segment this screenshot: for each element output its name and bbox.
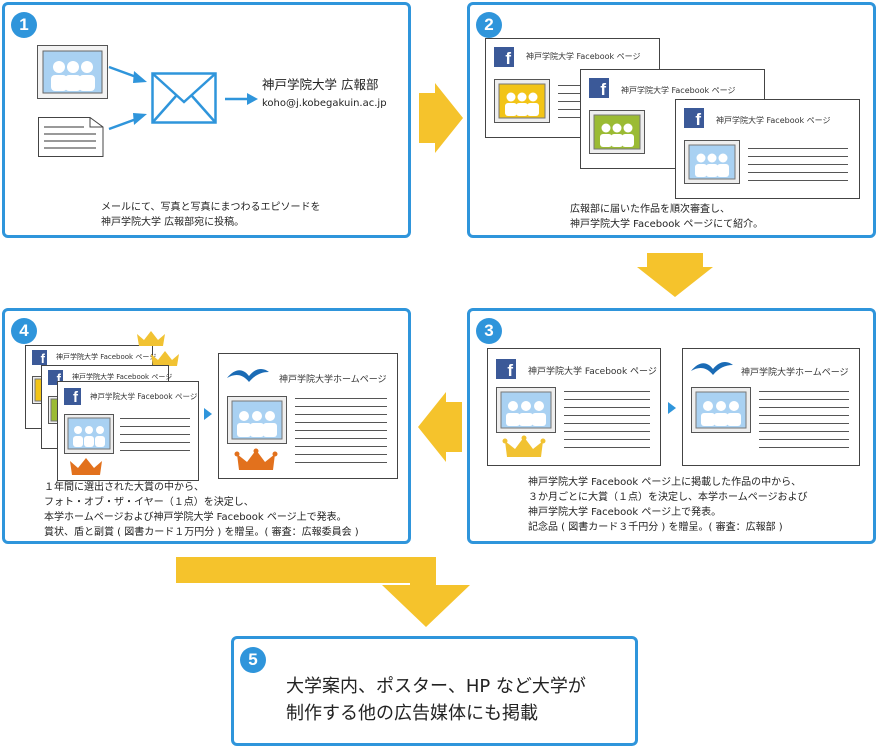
card-title: 神戸学院大学 Facebook ページ: [72, 373, 173, 381]
crown-icon: [502, 435, 546, 457]
arrow-icon: [204, 408, 212, 420]
photo-icon: [494, 79, 550, 123]
facebook-post-card: f 神戸学院大学 Facebook ページ: [57, 381, 199, 481]
step4-caption-line2: フォト・オブ・ザ・イヤー（１点）を決定し、: [44, 497, 254, 508]
recipient-email: koho@j.kobegakuin.ac.jp: [262, 98, 387, 109]
photo-icon: [684, 140, 740, 184]
step4-panel: 4 f 神戸学院大学 Facebook ページ f 神戸学院大学 Faceboo…: [2, 308, 411, 544]
facebook-post-card: f 神戸学院大学 Facebook ページ: [675, 99, 860, 199]
facebook-post-card: f 神戸学院大学 Facebook ページ: [487, 348, 661, 466]
step5-line2: 制作する他の広告媒体にも掲載: [286, 703, 538, 724]
text-lines: [295, 398, 387, 470]
step5-line1: 大学案内、ポスター、HP など大学が: [286, 676, 586, 697]
step1-caption-line2: 神戸学院大学 広報部宛に投稿。: [101, 217, 245, 228]
facebook-icon: f: [64, 388, 81, 405]
step4-caption-line4: 賞状、盾と副賞 ( 図書カード１万円分 ) を贈呈。( 審査：広報委員会 ): [44, 527, 359, 538]
step-number-badge: 5: [240, 647, 266, 673]
crown-icon: [70, 458, 102, 475]
arrow-icon: [668, 402, 676, 414]
step1-panel: 1 神戸学院大学 広報部 koho@j.kobegakuin.ac.jp: [2, 2, 411, 238]
text-lines: [759, 391, 849, 455]
homepage-card: 神戸学院大学ホームページ: [682, 348, 860, 466]
step2-caption-line2: 神戸学院大学 Facebook ページにて紹介。: [570, 219, 764, 230]
photo-icon: [64, 414, 114, 454]
homepage-card: 神戸学院大学ホームページ: [218, 353, 398, 479]
arrow-icon: [108, 113, 147, 131]
step-number-badge: 2: [476, 12, 502, 38]
step3-caption-line4: 記念品 ( 図書カード３千円分 ) を贈呈。( 審査：広報部 ): [528, 522, 783, 533]
flow-arrow-left: [418, 392, 462, 462]
step5-panel: 5 大学案内、ポスター、HP など大学が 制作する他の広告媒体にも掲載: [231, 636, 638, 746]
card-title: 神戸学院大学ホームページ: [279, 375, 387, 385]
step3-caption-line1: 神戸学院大学 Facebook ページ上に掲載した作品の中から、: [528, 477, 802, 488]
step3-caption-line2: ３か月ごとに大賞（１点）を決定し、本学ホームページおよび: [528, 492, 808, 503]
seagull-logo-icon: [691, 361, 733, 375]
step2-caption-line1: 広報部に届いた作品を順次審査し、: [570, 204, 730, 215]
facebook-icon: f: [684, 108, 704, 128]
step3-panel: 3 f 神戸学院大学 Facebook ページ 神戸学院大学ホームページ: [467, 308, 876, 544]
crown-icon: [137, 331, 165, 346]
facebook-icon: f: [32, 350, 47, 365]
crown-icon: [234, 448, 278, 470]
recipient-name: 神戸学院大学 広報部: [262, 77, 379, 92]
photo-icon: [691, 387, 751, 433]
text-lines: [564, 391, 650, 455]
card-title: 神戸学院大学 Facebook ページ: [528, 367, 657, 377]
flow-arrow-bend: [176, 557, 470, 627]
facebook-icon: f: [494, 47, 514, 67]
step-number-badge: 4: [11, 318, 37, 344]
card-title: 神戸学院大学ホームページ: [741, 368, 849, 378]
card-title: 神戸学院大学 Facebook ページ: [90, 392, 198, 401]
card-title: 神戸学院大学 Facebook ページ: [621, 86, 736, 95]
arrow-icon: [108, 65, 147, 83]
step1-caption-line1: メールにて、写真と写真にまつわるエピソードを: [101, 202, 321, 213]
step-number-badge: 3: [476, 318, 502, 344]
document-icon: [38, 117, 104, 157]
step-number-badge: 1: [11, 12, 37, 38]
flow-arrow-down: [637, 253, 713, 297]
photo-icon: [589, 110, 645, 154]
step4-caption-line3: 本学ホームページおよび神戸学院大学 Facebook ページ上で発表。: [44, 512, 347, 523]
step2-panel: 2 f 神戸学院大学 Facebook ページ f 神戸学院大学 Faceboo…: [467, 2, 876, 238]
card-title: 神戸学院大学 Facebook ページ: [716, 116, 831, 125]
facebook-icon: f: [589, 78, 609, 98]
card-title: 神戸学院大学 Facebook ページ: [56, 353, 157, 361]
seagull-logo-icon: [227, 368, 269, 382]
text-lines: [748, 148, 848, 188]
photo-icon: [37, 45, 108, 99]
card-title: 神戸学院大学 Facebook ページ: [526, 52, 641, 61]
facebook-icon: f: [496, 359, 516, 379]
crown-icon: [151, 351, 179, 366]
envelope-icon: [151, 72, 217, 124]
step4-caption-line1: １年間に選出された大賞の中から、: [44, 482, 204, 493]
text-lines: [120, 418, 190, 458]
photo-icon: [496, 387, 556, 433]
arrow-icon: [225, 93, 258, 105]
step3-caption-line3: 神戸学院大学 Facebook ページ上で発表。: [528, 507, 722, 518]
flow-arrow-right: [419, 83, 463, 153]
photo-icon: [227, 396, 287, 444]
